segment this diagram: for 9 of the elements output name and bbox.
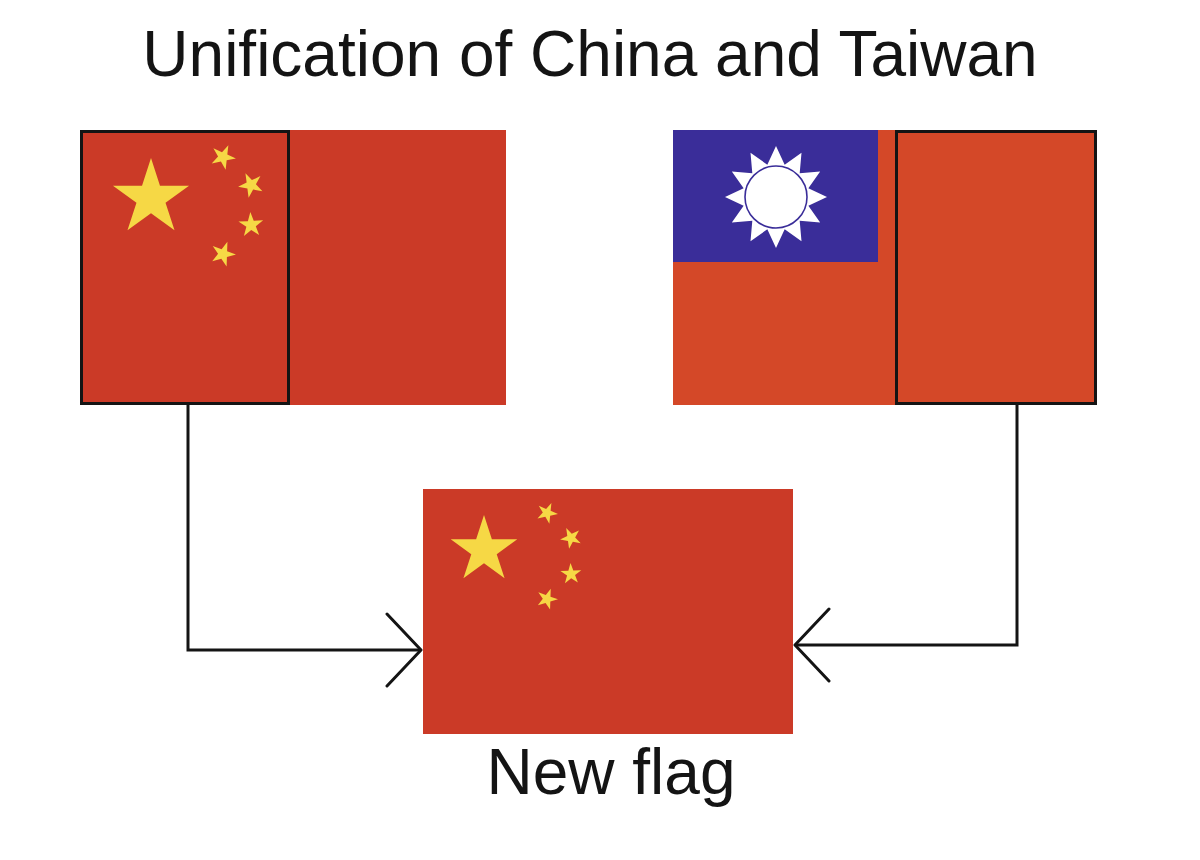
arrow: [186, 405, 423, 688]
highlight-frame: [80, 130, 290, 405]
flag: [423, 489, 793, 734]
flag: [673, 130, 1097, 405]
arrow: [793, 405, 1019, 683]
title: Unification of China and Taiwan: [142, 18, 1038, 92]
flag-caption: New flag: [486, 736, 736, 810]
highlight-frame: [895, 130, 1097, 405]
flag: [80, 130, 506, 405]
